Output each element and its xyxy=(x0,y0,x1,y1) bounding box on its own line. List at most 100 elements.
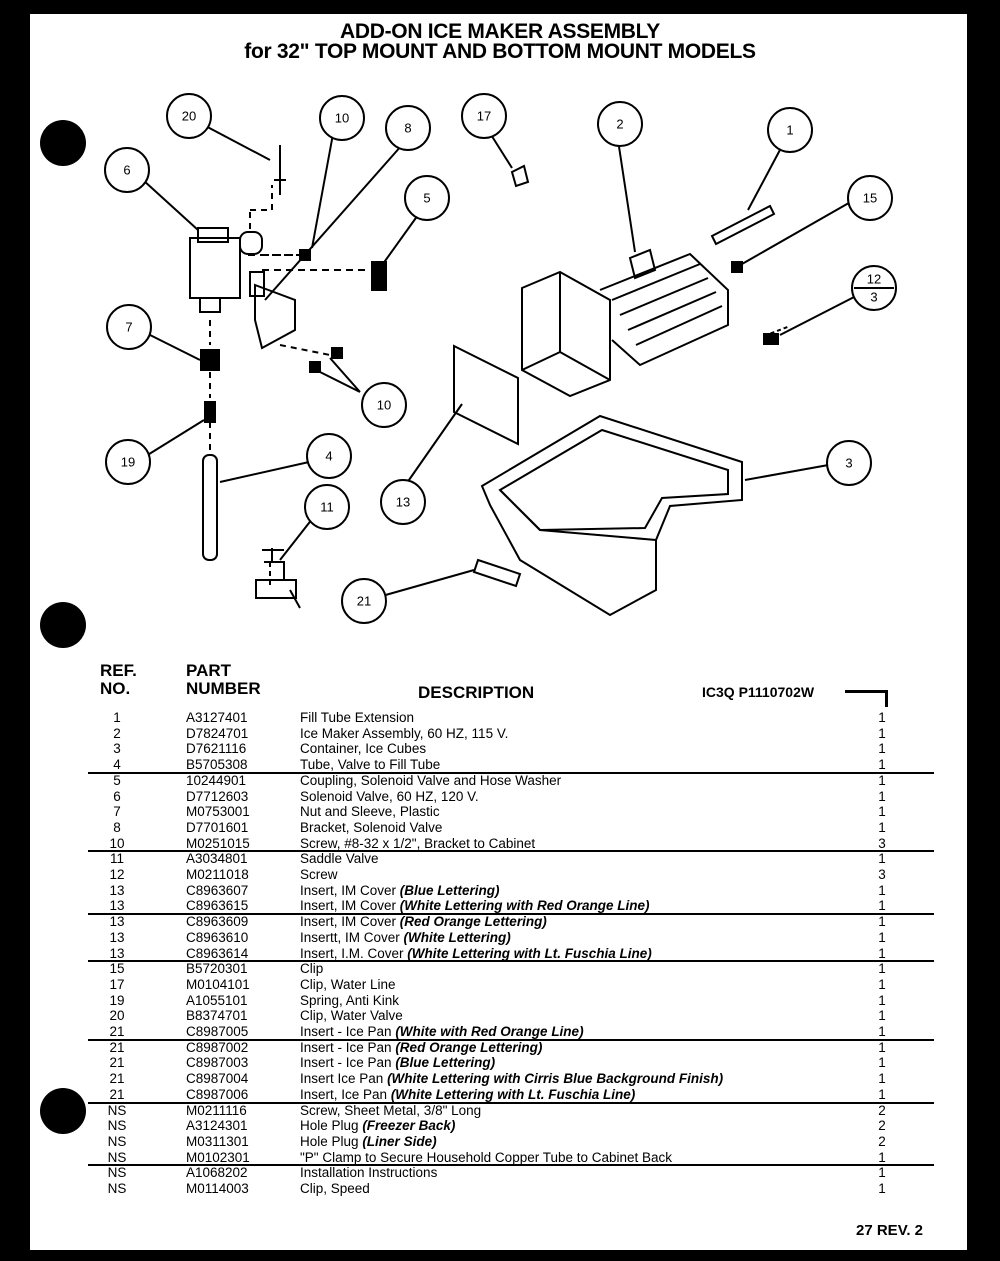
part-number-cell: C8963609 xyxy=(186,914,249,930)
quantity-cell: 1 xyxy=(878,788,886,804)
part-number-cell: M0114003 xyxy=(186,1181,249,1196)
description-text: Fill Tube Extension xyxy=(300,710,415,725)
description-cell: Insert, Ice Pan (White Lettering with Lt… xyxy=(300,1087,635,1103)
description-text: Ice Maker Assembly, 60 HZ, 115 V. xyxy=(300,725,509,741)
description-cell: Coupling, Solenoid Valve and Hose Washer xyxy=(300,773,561,789)
description-cell: Installation Instructions xyxy=(300,1165,437,1181)
ref-cell: 13 xyxy=(109,914,125,930)
quantity-cell: 1 xyxy=(878,741,886,757)
header-bracket xyxy=(845,690,888,707)
description-note: (Red Orange Lettering) xyxy=(399,914,547,930)
callout-circle xyxy=(304,484,350,530)
ref-cell: 19 xyxy=(109,992,125,1008)
ref-cell: 13 xyxy=(109,929,125,945)
part-number-cell: C8987006 xyxy=(186,1086,249,1102)
description-cell: Nut and Sleeve, Plastic xyxy=(300,804,440,820)
description-text: "P" Clamp to Secure Household Copper Tub… xyxy=(300,1149,673,1165)
description-cell: Saddle Valve xyxy=(300,851,379,867)
quantity-cell: 1 xyxy=(878,945,886,961)
quantity-cell: 1 xyxy=(878,710,886,725)
callout-label: 15 xyxy=(863,191,877,206)
quantity-cell: 1 xyxy=(878,757,886,773)
quantity-cell: 1 xyxy=(878,819,886,835)
ice-maker-body-shape xyxy=(521,270,611,398)
description-text: Hole Plug xyxy=(300,1133,359,1149)
callout-label: 21 xyxy=(357,594,371,609)
quantity-cell: 1 xyxy=(878,772,886,788)
description-text: Container, Ice Cubes xyxy=(300,741,427,757)
description-note: (Blue Lettering) xyxy=(395,1055,496,1071)
spring-shape xyxy=(204,401,216,423)
quantity-cell: 1 xyxy=(878,1149,886,1165)
description-cell: Spring, Anti Kink xyxy=(300,993,399,1009)
group-divider xyxy=(88,913,934,916)
ref-cell: 4 xyxy=(113,757,121,773)
coupling-shape xyxy=(371,261,387,291)
ref-cell: 13 xyxy=(109,945,125,961)
description-cell: Insert, IM Cover (Blue Lettering) xyxy=(300,883,500,899)
part-number-cell: D7621116 xyxy=(186,741,247,757)
callout-label: 1 xyxy=(786,123,793,138)
part-number-cell: M0211116 xyxy=(186,1102,247,1118)
description-text: Insert, IM Cover xyxy=(300,898,397,914)
description-text: Insert, IM Cover xyxy=(300,882,397,898)
description-cell: Insertt, IM Cover (White Lettering) xyxy=(300,930,511,946)
ref-cell: 1 xyxy=(113,710,121,725)
quantity-cell: 1 xyxy=(878,851,886,867)
ref-cell: NS xyxy=(107,1149,127,1165)
page-number: 27 REV. 2 xyxy=(856,1222,923,1239)
quantity-cell: 1 xyxy=(878,1055,886,1071)
description-text: Insertt, IM Cover xyxy=(300,929,400,945)
description-cell: Insert - Ice Pan (White with Red Orange … xyxy=(300,1024,584,1040)
callout-label: 10 xyxy=(377,398,391,413)
callout-label: 8 xyxy=(404,121,411,136)
quantity-cell: 1 xyxy=(878,961,886,977)
description-note: (White Lettering with Red Orange Line) xyxy=(399,898,650,914)
part-number-cell: B8374701 xyxy=(186,1008,248,1024)
ref-cell: 7 xyxy=(113,804,121,820)
model-code: IC3Q P1110702W xyxy=(702,684,815,700)
quantity-cell: 1 xyxy=(878,1086,886,1102)
description-cell: Ice Maker Assembly, 60 HZ, 115 V. xyxy=(300,726,508,742)
description-text: Insert Ice Pan xyxy=(300,1071,384,1087)
ref-cell: 13 xyxy=(109,882,125,898)
solenoid-valve-shape xyxy=(189,237,241,299)
ref-cell: 20 xyxy=(109,1008,125,1024)
part-number-cell: A3124301 xyxy=(186,1118,248,1134)
description-text: Insert - Ice Pan xyxy=(300,1055,392,1071)
description-text: Hole Plug xyxy=(300,1118,359,1134)
nut-shape xyxy=(200,349,220,371)
description-text: Clip, Water Valve xyxy=(300,1008,403,1024)
part-number-cell: M0104101 xyxy=(186,976,250,992)
part-number-cell: C8963610 xyxy=(186,929,249,945)
callout-label: 2 xyxy=(616,117,623,132)
ref-cell: 21 xyxy=(109,1039,125,1055)
part-number-header: PART NUMBER xyxy=(186,661,261,698)
description-note: (White Lettering with Lt. Fuschia Line) xyxy=(407,945,652,961)
part-number-cell: M0102301 xyxy=(186,1149,250,1165)
callout-circle xyxy=(361,382,407,428)
callout-circles xyxy=(104,93,897,624)
description-text: Insert, Ice Pan xyxy=(300,1086,388,1102)
description-note: (Freezer Back) xyxy=(362,1118,456,1134)
description-cell: Insert, IM Cover (Red Orange Lettering) xyxy=(300,914,547,930)
quantity-cell: 1 xyxy=(878,992,886,1008)
description-cell: Tube, Valve to Fill Tube xyxy=(300,757,440,773)
part-number-cell: A3127401 xyxy=(186,710,248,725)
description-text: Clip, Water Line xyxy=(300,976,396,992)
description-text: Screw xyxy=(300,867,338,882)
description-text: Bracket, Solenoid Valve xyxy=(300,819,443,835)
part-number-cell: A3034801 xyxy=(186,851,248,867)
ref-cell: 21 xyxy=(109,1071,125,1087)
callout-label: 3 xyxy=(870,290,877,305)
callout-label: 4 xyxy=(325,449,332,464)
callout-circle xyxy=(380,479,426,525)
ref-cell: 17 xyxy=(109,976,125,992)
part-number-cell: M0251015 xyxy=(186,835,250,851)
callout-circle xyxy=(847,175,893,221)
water-line-clip-shape xyxy=(510,164,530,188)
ref-cell: 15 xyxy=(109,961,125,977)
description-cell: Clip xyxy=(300,961,323,977)
description-note: (White Lettering) xyxy=(403,929,511,945)
